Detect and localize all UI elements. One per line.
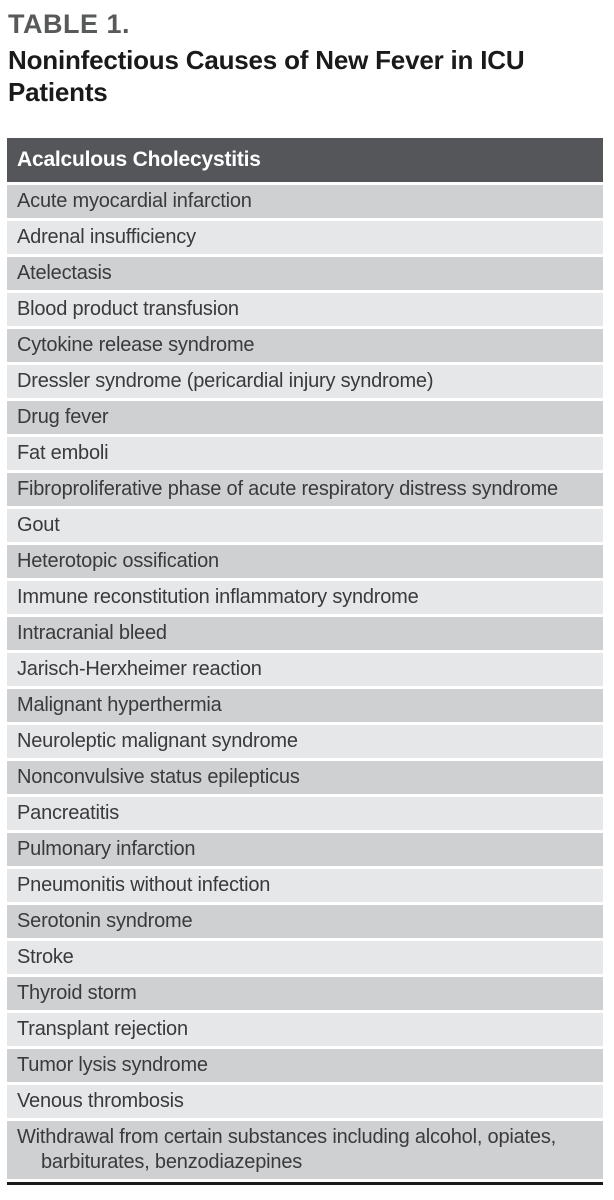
table-row: Adrenal insufficiency: [7, 221, 603, 255]
table-row: Atelectasis: [7, 257, 603, 291]
table-row: Immune reconstitution inflammatory syndr…: [7, 581, 603, 615]
table-row: Pneumonitis without infection: [7, 869, 603, 903]
noninfectious-fever-causes-table: Acalculous Cholecystitis Acute myocardia…: [7, 138, 603, 1186]
table-row: Neuroleptic malignant syndrome: [7, 725, 603, 759]
table-row: Stroke: [7, 941, 603, 975]
table-row: Intracranial bleed: [7, 617, 603, 651]
table-row: Fat emboli: [7, 437, 603, 471]
table-row: Gout: [7, 509, 603, 543]
table-row: Pulmonary infarction: [7, 833, 603, 867]
table-row: Withdrawal from certain substances inclu…: [7, 1121, 603, 1180]
table-row: Blood product transfusion: [7, 293, 603, 327]
table-number-label: TABLE 1.: [8, 9, 131, 39]
table-row: Malignant hyperthermia: [7, 689, 603, 723]
table-row: Jarisch-Herxheimer reaction: [7, 653, 603, 687]
table-bottom-border: [7, 1182, 603, 1186]
table-row: Cytokine release syndrome: [7, 329, 603, 363]
table-header-label: Acalculous Cholecystitis: [17, 148, 261, 172]
table-row: Dressler syndrome (pericardial injury sy…: [7, 365, 603, 399]
table-header-row: Acalculous Cholecystitis: [7, 138, 603, 183]
table-row: Serotonin syndrome: [7, 905, 603, 939]
table-title: Noninfectious Causes of New Fever in ICU…: [8, 45, 525, 108]
table-row: Transplant rejection: [7, 1013, 603, 1047]
table-row: Nonconvulsive status epilepticus: [7, 761, 603, 795]
table-row: Venous thrombosis: [7, 1085, 603, 1119]
table-row: Tumor lysis syndrome: [7, 1049, 603, 1083]
table-row: Fibroproliferative phase of acute respir…: [7, 473, 603, 507]
table-row: Pancreatitis: [7, 797, 603, 831]
table-row: Thyroid storm: [7, 977, 603, 1011]
table-row: Acute myocardial infarction: [7, 185, 603, 219]
table-row: Heterotopic ossification: [7, 545, 603, 579]
table-row: Drug fever: [7, 401, 603, 435]
